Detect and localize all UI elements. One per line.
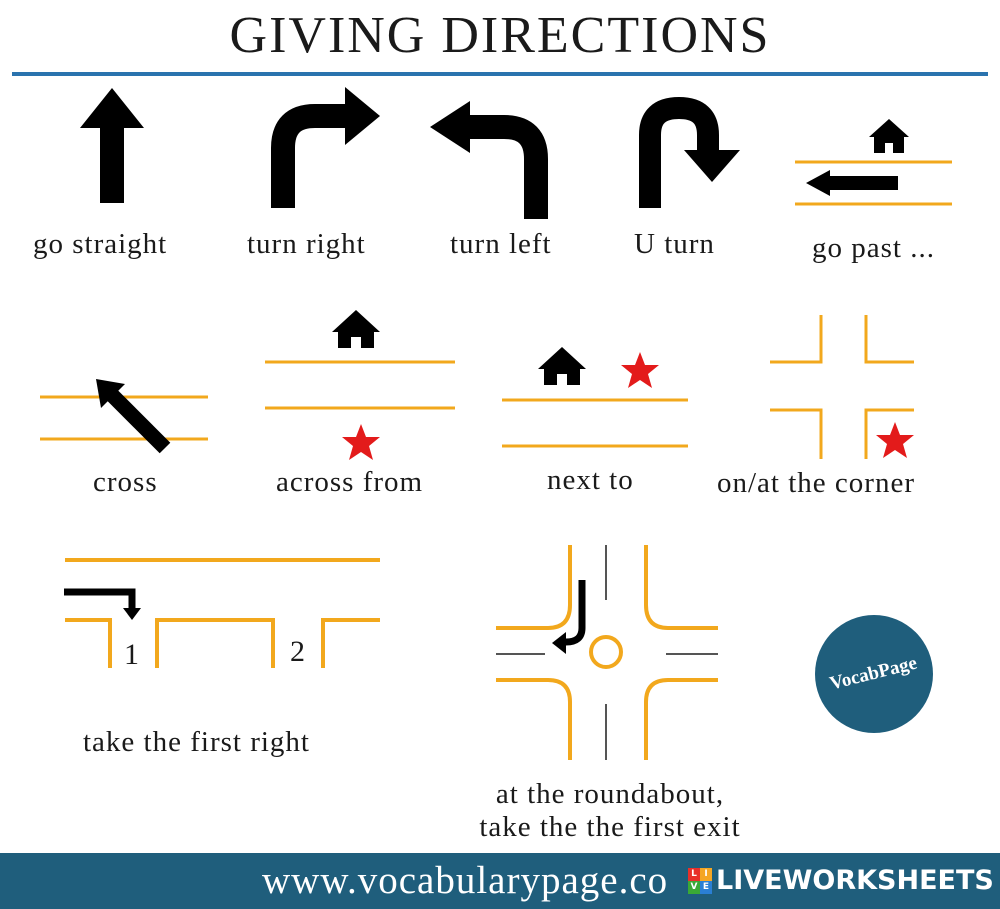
caption-u-turn: U turn — [634, 228, 715, 260]
liveworksheets-brand: LIVEWORKSHEETS — [716, 865, 994, 896]
badge-letter: V — [688, 880, 700, 894]
title-divider — [12, 72, 988, 76]
logo-text: VocabPage — [828, 652, 920, 695]
go-past-diagram — [795, 119, 952, 206]
liveworksheets-badge-icon: L I V E — [688, 867, 712, 894]
roundabout-icon — [496, 545, 718, 760]
star-icon — [876, 422, 914, 458]
next-to-diagram — [502, 347, 688, 448]
star-icon — [342, 424, 380, 460]
footer-bar: www.vocabularypage.co L I V E LIVEWORKSH… — [0, 853, 1000, 909]
turn-right-arrow-icon — [271, 87, 380, 208]
caption-next-to: next to — [547, 464, 634, 496]
caption-on-at-the-corner: on/at the corner — [717, 467, 915, 499]
cross-diagram — [40, 379, 208, 454]
page-title: GIVING DIRECTIONS — [229, 7, 771, 64]
house-icon — [538, 347, 586, 385]
footer-url[interactable]: www.vocabularypage.co — [262, 859, 669, 902]
turn-left-arrow-icon — [430, 101, 548, 219]
house-icon — [332, 310, 380, 348]
caption-across-from: across from — [276, 466, 424, 498]
vocabpage-logo: VocabPage — [815, 615, 933, 733]
across-from-diagram — [265, 310, 455, 460]
liveworksheets-watermark: L I V E LIVEWORKSHEETS — [688, 865, 994, 896]
caption-roundabout-line1: at the roundabout, — [495, 778, 725, 810]
corner-diagram — [770, 315, 914, 459]
caption-roundabout-line2: take the the first exit — [479, 811, 741, 843]
caption-turn-left: turn left — [450, 228, 552, 260]
caption-cross: cross — [93, 466, 158, 498]
exit-label-1: 1 — [124, 638, 139, 671]
caption-take-the-first-right: take the first right — [83, 726, 310, 758]
badge-letter: E — [700, 880, 712, 894]
first-right-diagram: 1 2 — [64, 558, 380, 671]
exit-label-2: 2 — [290, 635, 305, 668]
house-icon — [869, 119, 909, 153]
caption-go-past: go past ... — [812, 232, 935, 264]
caption-go-straight: go straight — [33, 228, 168, 260]
caption-turn-right: turn right — [247, 228, 366, 260]
star-icon — [621, 352, 659, 388]
u-turn-arrow-icon — [639, 96, 740, 208]
badge-letter: L — [688, 867, 700, 881]
badge-letter: I — [700, 867, 712, 881]
up-arrow-icon — [80, 88, 144, 203]
